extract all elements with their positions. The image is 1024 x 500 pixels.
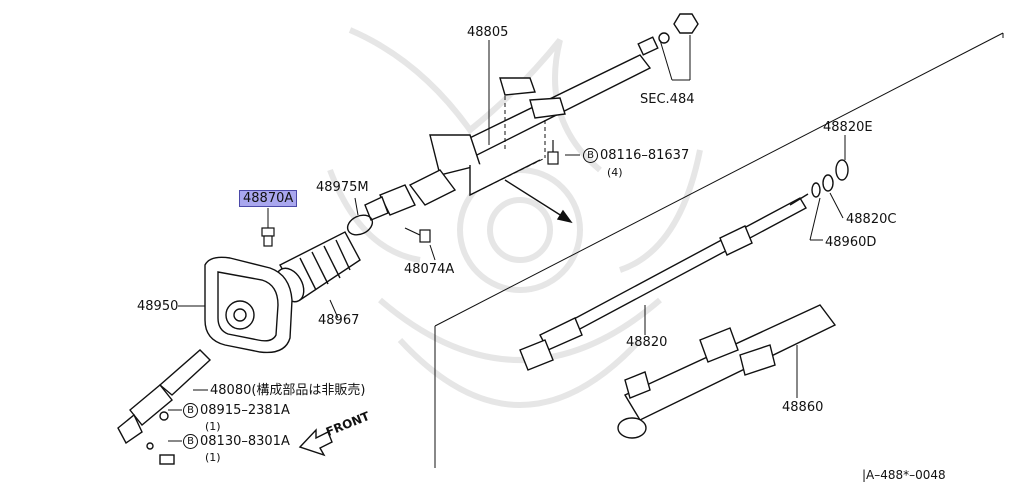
shaft-48820 [519,193,809,371]
rings [811,159,849,198]
bolt-08116 [547,140,559,165]
label-48805: 48805 [467,25,509,40]
tube-48860 [617,304,837,439]
label-48820: 48820 [626,335,668,350]
seal-48975M [346,214,374,236]
label-08915-text: 08915–2381A [200,403,290,418]
cover-48950 [204,256,293,354]
frame-lines [434,32,1004,468]
label-48820E: 48820E [823,120,873,135]
front-arrow [298,428,333,457]
label-08130-qty: (1) [205,451,221,464]
joint-48080 [117,349,212,465]
label-48960D: 48960D [825,235,877,250]
label-08130-text: 08130–8301A [200,434,290,449]
label-48074A: 48074A [404,262,455,277]
bolt-marker-icon: B [183,434,198,449]
label-48967: 48967 [318,313,360,328]
bolt-marker-icon: B [183,403,198,418]
label-48860: 48860 [782,400,824,415]
leader-lines [168,35,846,442]
diagram-code: |A–488*–0048 [862,468,946,482]
label-08116-qty: (4) [607,166,623,179]
label-08116-text: 08116–81637 [600,148,690,163]
column-48805 [364,13,699,221]
label-48975M: 48975M [316,180,369,195]
label-08915-qty: (1) [205,420,221,433]
bolt-48870A [261,227,275,247]
bolt-marker-icon: B [583,148,598,163]
label-sec484: SEC.484 [640,92,695,107]
label-48080: 48080(構成部品は非販売) [210,383,366,398]
label-48870A-highlighted[interactable]: 48870A [239,190,298,207]
label-48820C: 48820C [846,212,897,227]
direction-arrow [504,179,573,224]
bolt-48074A [404,227,431,243]
dashed-guides [469,96,546,196]
label-48950: 48950 [137,299,179,314]
